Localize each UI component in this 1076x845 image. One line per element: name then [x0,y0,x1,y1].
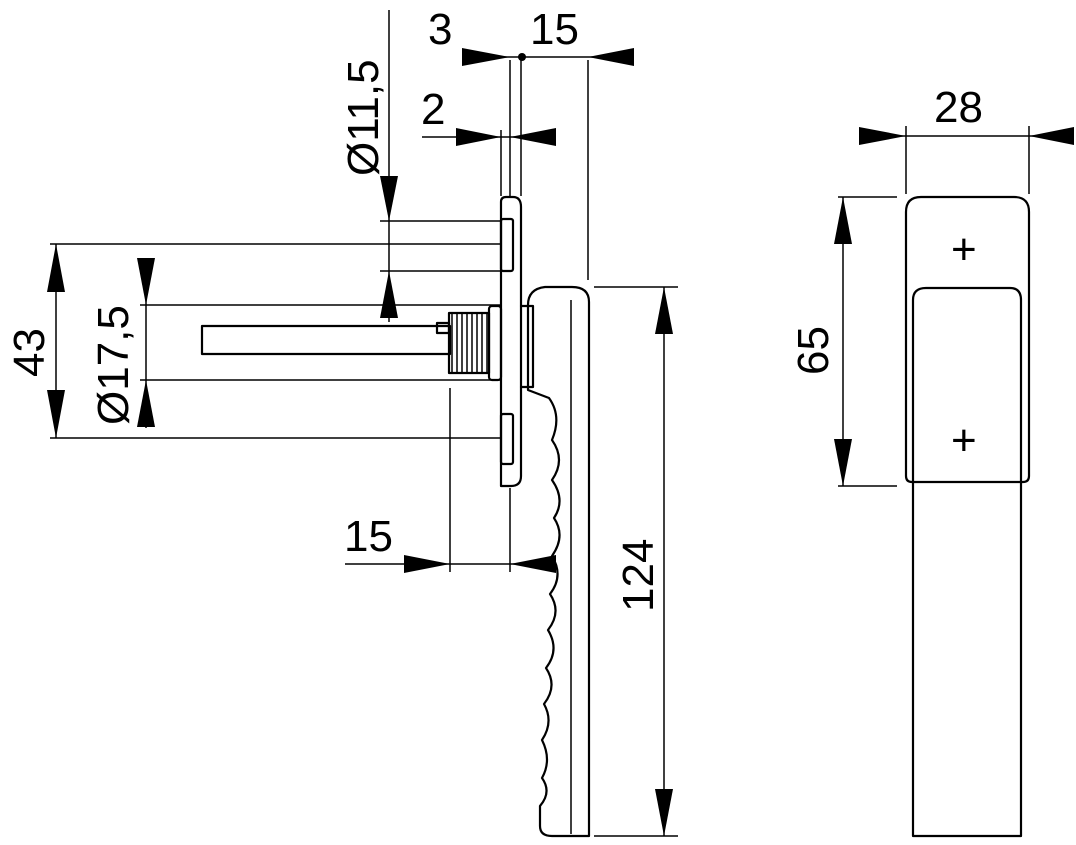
dim-65-line [834,197,852,486]
screw-mark-top: + [951,225,977,274]
rosette-front [904,195,1031,484]
collar [487,304,503,382]
dim-15-bottom-label: 15 [344,512,393,561]
dia-17-5-label: Ø17,5 [89,305,138,425]
dim-65-label: 65 [789,326,838,375]
dim-124-label: 124 [614,539,663,612]
dim-124-line [655,287,673,836]
dim-3-label: 3 [428,5,452,54]
rosette-boss-top [499,217,515,273]
front-extension-lines [838,126,1030,487]
dim-28-label: 28 [934,83,983,132]
grub-screw [435,321,451,335]
thread-lines [451,313,488,373]
square-spindle [200,324,452,356]
dim-2-line [422,128,556,146]
side-view: 3 15 2 Ø11,5 43 Ø17,5 15 124 [5,5,678,838]
rosette-plate [499,195,523,488]
front-view: + + 28 65 [789,83,1074,838]
dim-15-top-label: 15 [530,5,579,54]
dim-43-label: 43 [5,328,54,377]
dim-17-5-line [137,258,155,428]
screw-mark-bottom: + [951,416,977,465]
handle-lever-front [911,286,1023,838]
dim-11-5-line [380,10,398,322]
thread-sleeve [447,311,491,375]
handle-lever-side [526,285,591,838]
extension-lines [50,60,678,837]
dim-2-label: 2 [421,85,445,134]
dim-15-bottom-line [345,555,556,573]
dim-28-line [859,127,1074,145]
dia-11-5-label: Ø11,5 [339,59,388,176]
rosette-boss-bottom [499,412,515,466]
dim-43-line [47,244,65,438]
dim-3-15-line [462,48,634,66]
